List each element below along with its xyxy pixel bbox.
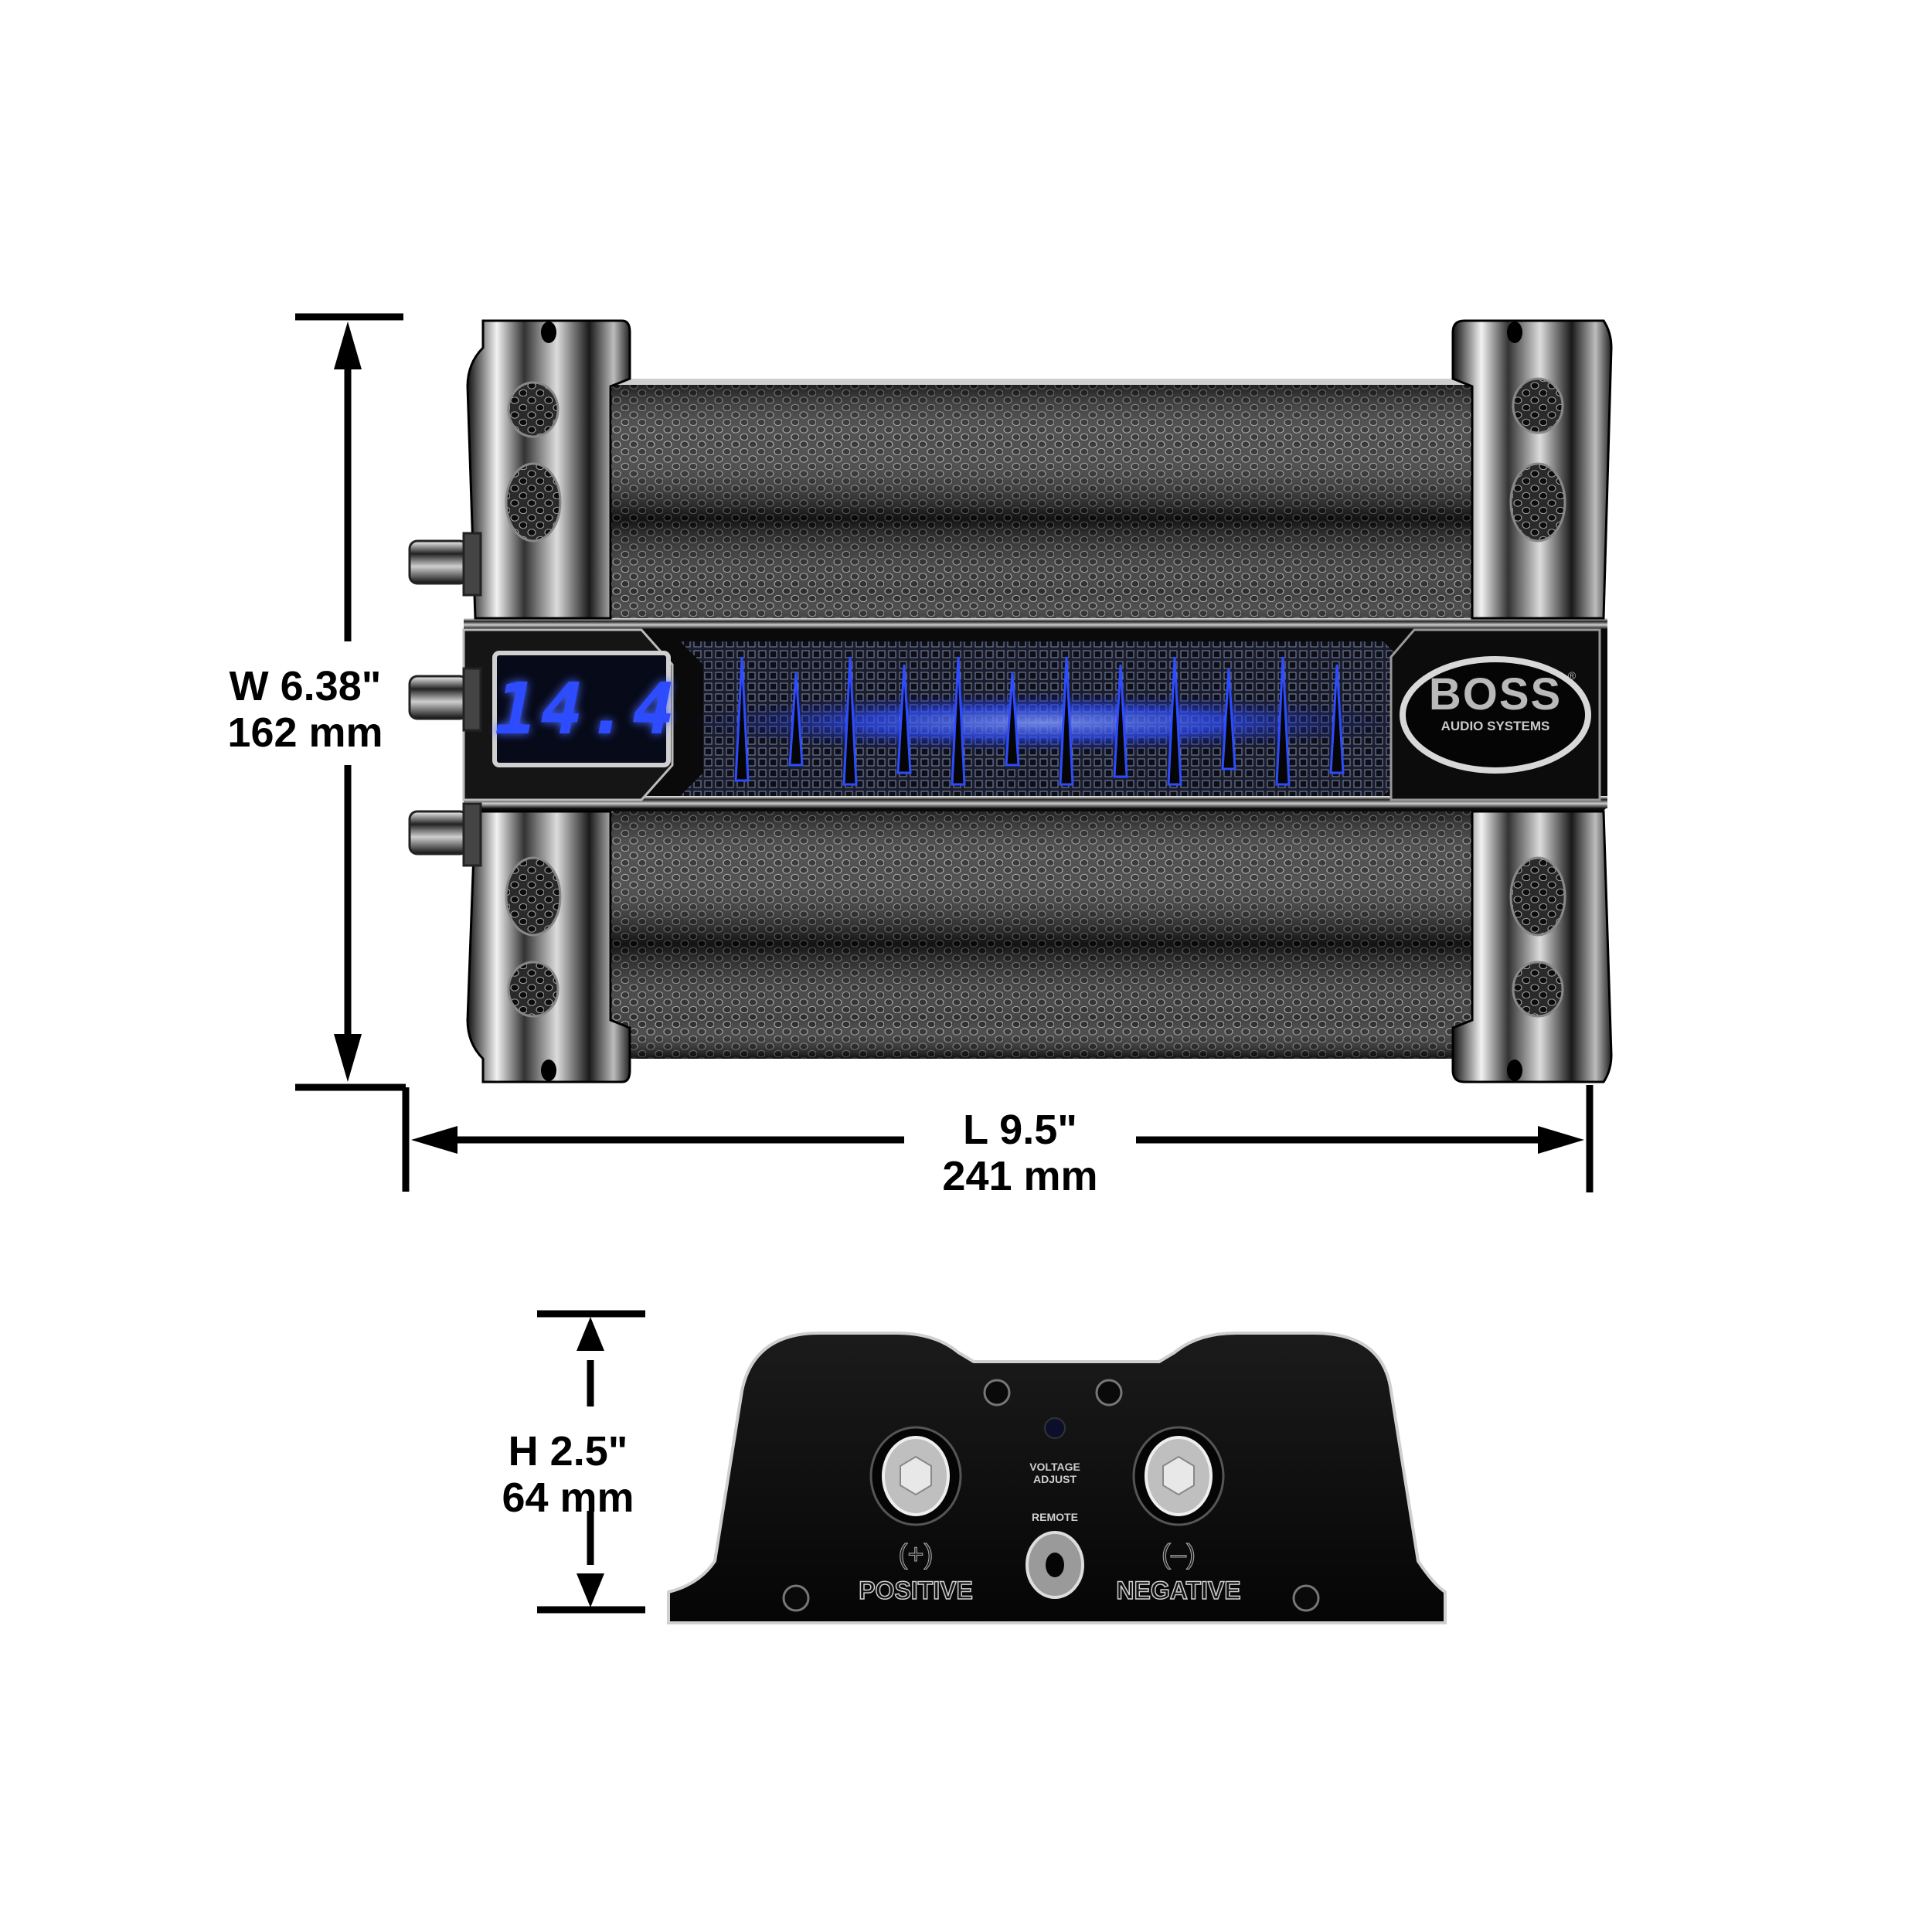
positive-symbol: (+)	[898, 1538, 934, 1570]
capacitor-top-view	[408, 319, 1613, 1083]
negative-label: NEGATIVE	[1116, 1576, 1242, 1605]
height-metric: 64 mm	[502, 1475, 634, 1521]
side-terminals	[408, 532, 482, 867]
height-dimension-lines	[537, 1310, 645, 1614]
voltmeter-readout: 14.4	[495, 668, 679, 750]
width-metric: 162 mm	[227, 709, 383, 756]
length-metric: 241 mm	[942, 1153, 1098, 1199]
remote-label: REMOTE	[1032, 1511, 1078, 1523]
width-label: W 6.38" 162 mm	[220, 663, 390, 756]
height-imperial: H 2.5"	[508, 1428, 628, 1475]
brand-subtitle: AUDIO SYSTEMS	[1440, 719, 1550, 733]
negative-symbol: (–)	[1162, 1538, 1196, 1570]
length-imperial: L 9.5"	[963, 1107, 1077, 1153]
led-spikes	[734, 656, 1345, 786]
voltmeter-display	[492, 651, 671, 767]
width-dimension-lines	[295, 313, 406, 1091]
boss-logo: BOSS ® AUDIO SYSTEMS	[1403, 669, 1588, 734]
end-panel	[667, 1332, 1447, 1624]
capacitor-end-view	[667, 1332, 1447, 1624]
voltage-adjust-label: VOLTAGE ADJUST	[1029, 1461, 1080, 1485]
length-dimension-lines	[402, 1085, 1594, 1192]
brand-name: BOSS	[1428, 669, 1563, 719]
width-imperial: W 6.38"	[229, 663, 382, 709]
voltage-adjust-knob	[1044, 1417, 1066, 1439]
boss-logo-badge	[1400, 656, 1591, 774]
right-mount-clamp	[1451, 319, 1613, 1083]
height-label: H 2.5" 64 mm	[483, 1428, 653, 1521]
registered-mark: ®	[1567, 669, 1577, 682]
left-mount-clamp	[466, 319, 631, 1083]
positive-label: POSITIVE	[858, 1576, 973, 1605]
length-label: L 9.5" 241 mm	[912, 1107, 1128, 1199]
